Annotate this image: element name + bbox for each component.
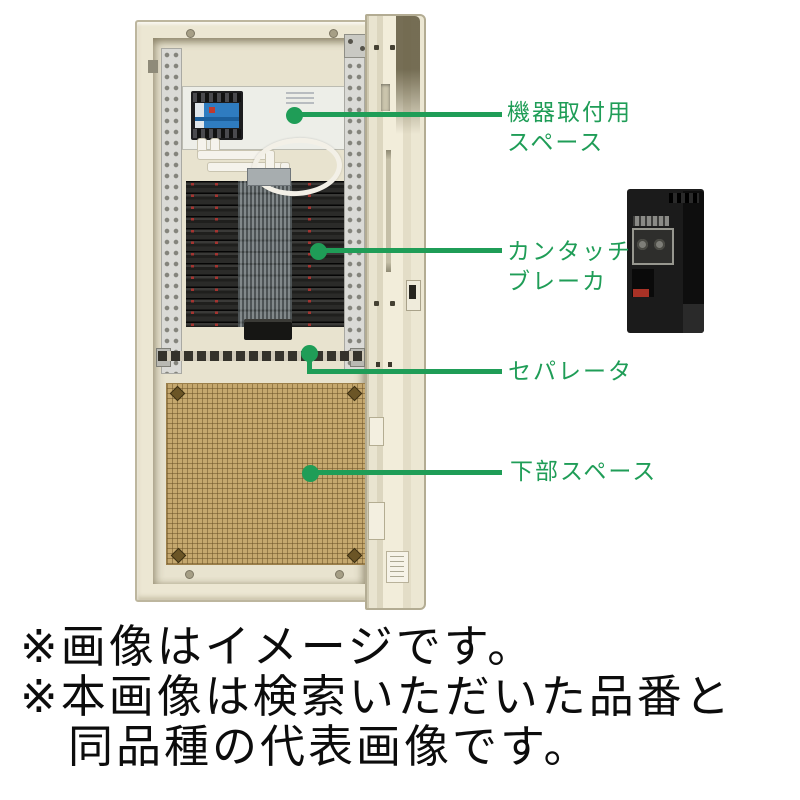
- annotation-line-kantouch-breaker: [318, 248, 502, 253]
- annotation-line-lower-space: [310, 470, 502, 475]
- door-latch: [406, 280, 421, 311]
- frame-screw: [186, 29, 195, 38]
- door-screw: [374, 301, 379, 306]
- breaker-side-face: [683, 191, 704, 331]
- label-line: 下部スペース: [510, 459, 658, 485]
- door-catch-tab: [369, 417, 384, 446]
- breaker-rating-label: [633, 216, 669, 226]
- main-breaker: [191, 91, 243, 140]
- breaker-column-left: [186, 181, 240, 327]
- door-stud: [376, 362, 380, 367]
- busbar-connector: [247, 168, 291, 186]
- frame-screw: [185, 570, 194, 579]
- annotation-line-separator: [307, 369, 502, 374]
- separator-bar: [158, 351, 364, 361]
- annotation-line-separator-vertical: [307, 353, 312, 373]
- disclaimer-line-2: ※本画像は検索いただいた品番と: [20, 670, 733, 723]
- branch-breaker-array: [186, 181, 346, 329]
- left-hinge: [148, 60, 158, 73]
- breaker-terminal-block: [632, 228, 674, 265]
- label-line: スペース: [507, 130, 605, 156]
- mounting-rail-right: [344, 48, 365, 374]
- disclaimer-line-1: ※画像はイメージです。: [20, 620, 536, 673]
- door-stud: [388, 362, 392, 367]
- annotation-line-equipment-space: [294, 112, 502, 117]
- kantouch-breaker-product-image: [627, 189, 704, 333]
- breaker-trip-indicator: [633, 289, 649, 297]
- frame-screw: [329, 29, 338, 38]
- frame-screw: [335, 570, 344, 579]
- label-line: カンタッチ: [507, 239, 632, 265]
- label-line: セパレータ: [508, 359, 633, 385]
- disclaimer-text: ※画像はイメージです。 ※本画像は検索いただいた品番と 同品種の代表画像です。: [20, 622, 733, 772]
- door-catch-tab: [368, 502, 385, 540]
- breaker-base-step: [683, 304, 704, 333]
- door-screw: [390, 301, 395, 306]
- array-bottom-connector: [244, 319, 292, 340]
- door-spec-label: [386, 551, 409, 583]
- center-busbar-strip: [238, 181, 294, 327]
- label-line: 機器取付用: [507, 100, 632, 126]
- door-screw: [390, 45, 395, 50]
- plate-marking: [286, 92, 314, 105]
- annotation-label-lower-space: 下部スペース: [510, 457, 657, 487]
- door-slot: [381, 84, 390, 111]
- door-handle-groove: [386, 150, 391, 272]
- door-screw: [374, 45, 379, 50]
- annotation-label-equipment-space: 機器取付用 スペース: [507, 98, 632, 158]
- disclaimer-line-3: 同品種の代表画像です。: [20, 720, 592, 773]
- annotation-label-kantouch-breaker: カンタッチ ブレーカ: [507, 237, 632, 297]
- mounting-rail-left: [161, 48, 182, 374]
- label-line: ブレーカ: [507, 269, 607, 295]
- annotation-label-separator: セパレータ: [508, 357, 633, 387]
- breaker-vents: [669, 193, 699, 203]
